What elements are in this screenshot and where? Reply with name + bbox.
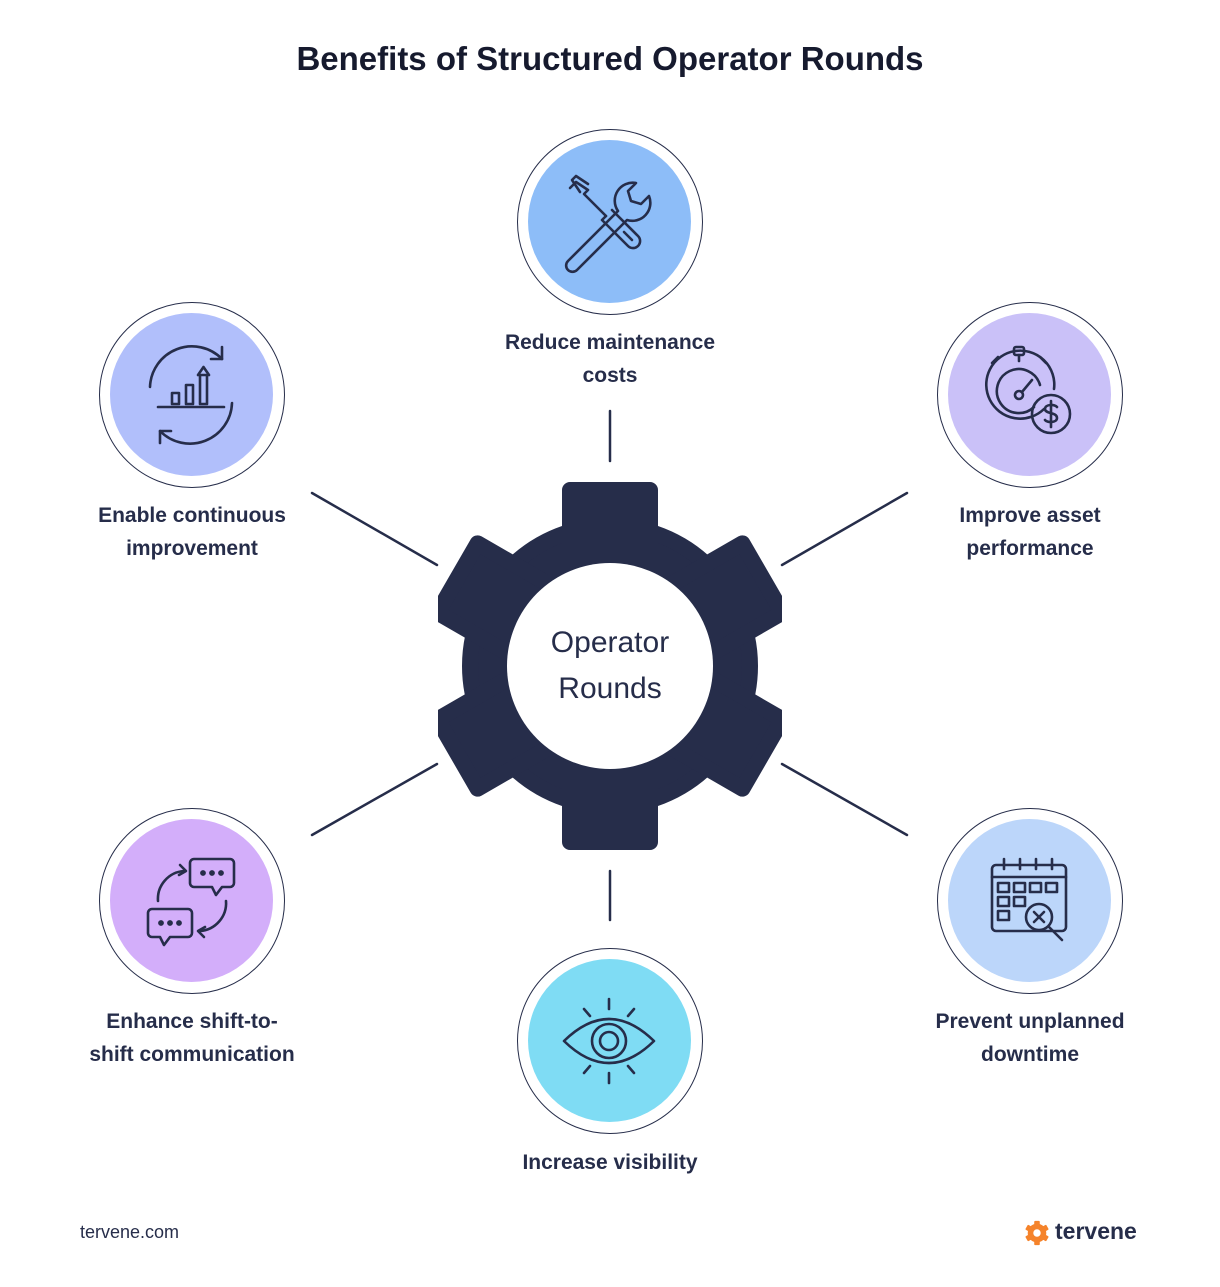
node-fill <box>528 140 691 303</box>
eye-icon <box>562 997 656 1085</box>
benefit-node-increase-visibility <box>517 948 703 1134</box>
brand-name: tervene <box>1055 1218 1137 1244</box>
node-fill <box>948 313 1111 476</box>
page-title: Benefits of Structured Operator Rounds <box>296 40 924 77</box>
benefit-node-enable-continuous-improvement <box>99 302 285 488</box>
growth-chart-icon <box>148 345 234 445</box>
connector-bottom-left <box>310 762 439 837</box>
connector-top-left <box>310 491 439 567</box>
benefit-label-enable-continuous-improvement: Enable continuous improvement <box>98 504 286 560</box>
node-fill <box>110 313 273 476</box>
center-label: Operator Rounds <box>505 620 715 712</box>
benefit-label-improve-asset-performance: Improve asset performance <box>959 504 1101 560</box>
node-fill <box>948 819 1111 982</box>
wrench-screwdriver-icon <box>564 174 652 274</box>
connector-bottom-right <box>780 762 909 837</box>
benefit-label-reduce-maintenance-costs: Reduce maintenance costs <box>504 331 716 387</box>
benefit-label-enhance-shift-communication: Enhance shift-to- shift communication <box>89 1010 295 1066</box>
center-label-line2: Rounds <box>558 672 662 705</box>
benefit-node-improve-asset-performance <box>937 302 1123 488</box>
connector-top-right <box>780 491 909 567</box>
calendar-search-icon <box>990 857 1068 942</box>
footer-url: tervene.com <box>80 1222 180 1242</box>
benefit-node-prevent-unplanned-downtime <box>937 808 1123 994</box>
gear-icon <box>438 482 782 850</box>
benefit-node-reduce-maintenance-costs <box>517 129 703 315</box>
stopwatch-dollar-icon <box>985 345 1072 435</box>
benefit-node-enhance-shift-communication <box>99 808 285 994</box>
center-label-line1: Operator <box>550 626 670 659</box>
tervene-gear-logo-icon <box>1025 1220 1049 1246</box>
benefit-label-increase-visibility: Increase visibility <box>522 1151 698 1174</box>
benefit-label-prevent-unplanned-downtime: Prevent unplanned downtime <box>935 1010 1125 1066</box>
chat-exchange-icon <box>146 857 236 947</box>
node-fill <box>110 819 273 982</box>
node-fill <box>528 959 691 1122</box>
